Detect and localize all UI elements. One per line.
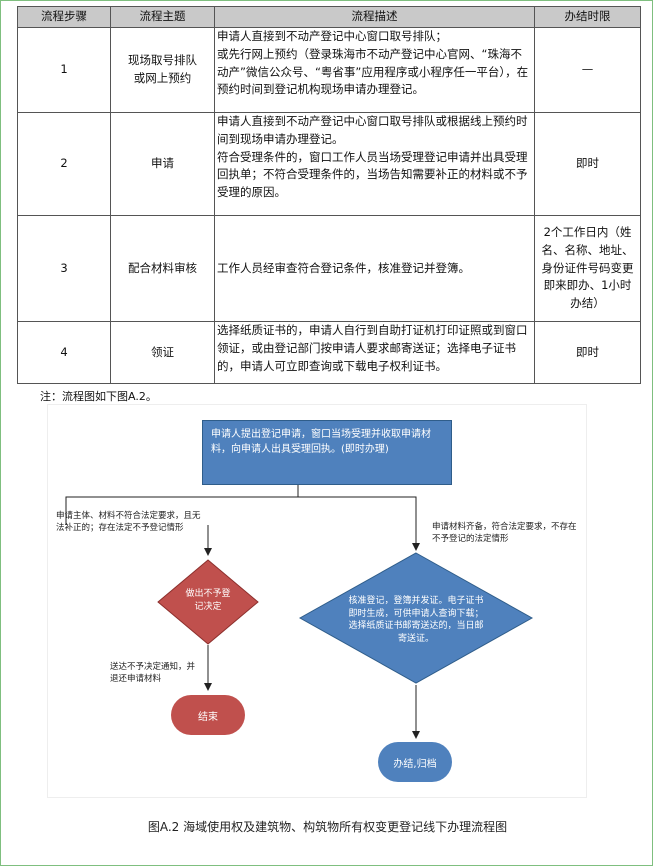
topic-cell: 现场取号排队或网上预约 [110, 27, 215, 113]
time-limit-cell: — [534, 27, 641, 113]
table-row: 4 领证 选择纸质证书的，申请人自行到自助打证机打印证照或到窗口领证，或由登记部… [17, 321, 641, 384]
time-limit-cell: 2个工作日内（姓名、名称、地址、身份证件号码变更即来即办、1小时办结） [534, 215, 641, 322]
reject-decision-text: 做出不予登记决定 [185, 589, 231, 612]
topic-cell: 领证 [110, 321, 215, 384]
table-note: 注：流程图如下图A.2。 [40, 390, 157, 403]
description-cell: 申请人直接到不动产登记中心窗口取号排队或根据线上预约时间到现场申请办理登记。 符… [214, 112, 535, 216]
step-cell: 2 [17, 112, 111, 216]
approve-decision-diamond [298, 552, 534, 684]
header-time-limit: 办结时限 [534, 6, 641, 28]
start-box: 申请人提出登记申请，窗口当场受理并收取申请材料，向申请人出具受理回执。(即时办理… [202, 420, 452, 485]
description-line: 申请人直接到不动产登记中心窗口取号排队或根据线上预约时间到现场申请办理登记。 [217, 114, 528, 146]
end-terminal: 结束 [171, 695, 245, 735]
topic-cell: 配合材料审核 [110, 215, 215, 322]
description-line: 工作人员经审查符合登记条件，核准登记并登簿。 [217, 260, 470, 275]
description-line: 或先行网上预约（登录珠海市不动产登记中心官网、“珠海不动产”微信公众号、“粤省事… [217, 46, 529, 97]
description-line: 选择纸质证书的，申请人自行到自助打证机打印证照或到窗口领证，或由登记部门按申请人… [217, 323, 528, 373]
flowchart: 申请人提出登记申请，窗口当场受理并收取申请材料，向申请人出具受理回执。(即时办理… [47, 404, 587, 798]
flowchart-canvas [65, 485, 534, 739]
time-limit-cell: 即时 [534, 112, 641, 216]
figure-caption: 图A.2 海域使用权及建筑物、构筑物所有权变更登记线下办理流程图 [147, 820, 508, 834]
table-row: 1 现场取号排队或网上预约 申请人直接到不动产登记中心窗口取号排队； 或先行网上… [17, 27, 641, 113]
table-header-row: 流程步骤 流程主题 流程描述 办结时限 [17, 6, 641, 28]
connector-line [298, 496, 420, 551]
table-row: 2 申请 申请人直接到不动产登记中心窗口取号排队或根据线上预约时间到现场申请办理… [17, 112, 641, 216]
description-line: 符合受理条件的，窗口工作人员当场受理登记申请并出具受理回执单；不符合受理条件的，… [217, 149, 528, 200]
time-limit-cell: 即时 [534, 321, 641, 384]
left-condition-label: 申请主体、材料不符合法定要求，且无法补正的；存在法定不予登记情形 [56, 511, 201, 534]
description-cell: 选择纸质证书的，申请人自行到自助打证机打印证照或到窗口领证，或由登记部门按申请人… [214, 321, 535, 384]
notice-label: 送达不予决定通知，并退还申请材料 [110, 662, 196, 685]
archive-terminal: 办结,归档 [378, 742, 452, 782]
connector-line [65, 485, 299, 525]
header-step: 流程步骤 [17, 6, 111, 28]
right-condition-label: 申请材料齐备，符合法定要求，不存在不予登记的法定情形 [432, 522, 577, 545]
step-cell: 1 [17, 27, 111, 113]
process-table: 流程步骤 流程主题 流程描述 办结时限 1 现场取号排队或网上预约 申请人直接到… [17, 6, 641, 384]
header-description: 流程描述 [214, 6, 535, 28]
table-row: 3 配合材料审核 工作人员经审查符合登记条件，核准登记并登簿。 2个工作日内（姓… [17, 215, 641, 322]
topic-cell: 申请 [110, 112, 215, 216]
step-cell: 3 [17, 215, 111, 322]
step-cell: 4 [17, 321, 111, 384]
header-topic: 流程主题 [110, 6, 215, 28]
description-cell: 申请人直接到不动产登记中心窗口取号排队； 或先行网上预约（登录珠海市不动产登记中… [214, 27, 535, 113]
description-line: 申请人直接到不动产登记中心窗口取号排队； [217, 29, 447, 43]
reject-decision-diamond [157, 559, 259, 645]
description-cell: 工作人员经审查符合登记条件，核准登记并登簿。 [214, 215, 535, 322]
approve-decision-text: 核准登记，登簿并发证。电子证书即时生成，可供申请人查询下载；选择纸质证书邮寄送达… [348, 596, 484, 644]
